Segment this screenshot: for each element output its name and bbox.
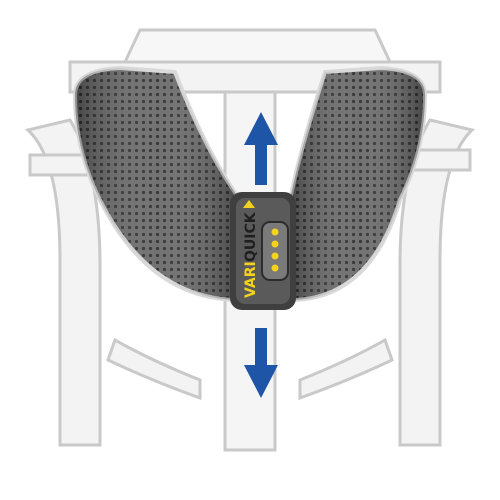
led-indicator [271,240,279,248]
led-indicator [271,264,279,272]
led-indicator [271,228,279,236]
led-indicator [271,252,279,260]
arrow-down-icon [244,328,278,398]
brand-vari-text: VARI [243,261,259,298]
brand-quick-text: QUICK [243,211,259,262]
brand-arrow-icon [243,200,255,208]
arrow-up-icon [244,112,278,185]
brand-label: VARI QUICK [243,200,259,298]
variquick-clip [230,192,296,310]
